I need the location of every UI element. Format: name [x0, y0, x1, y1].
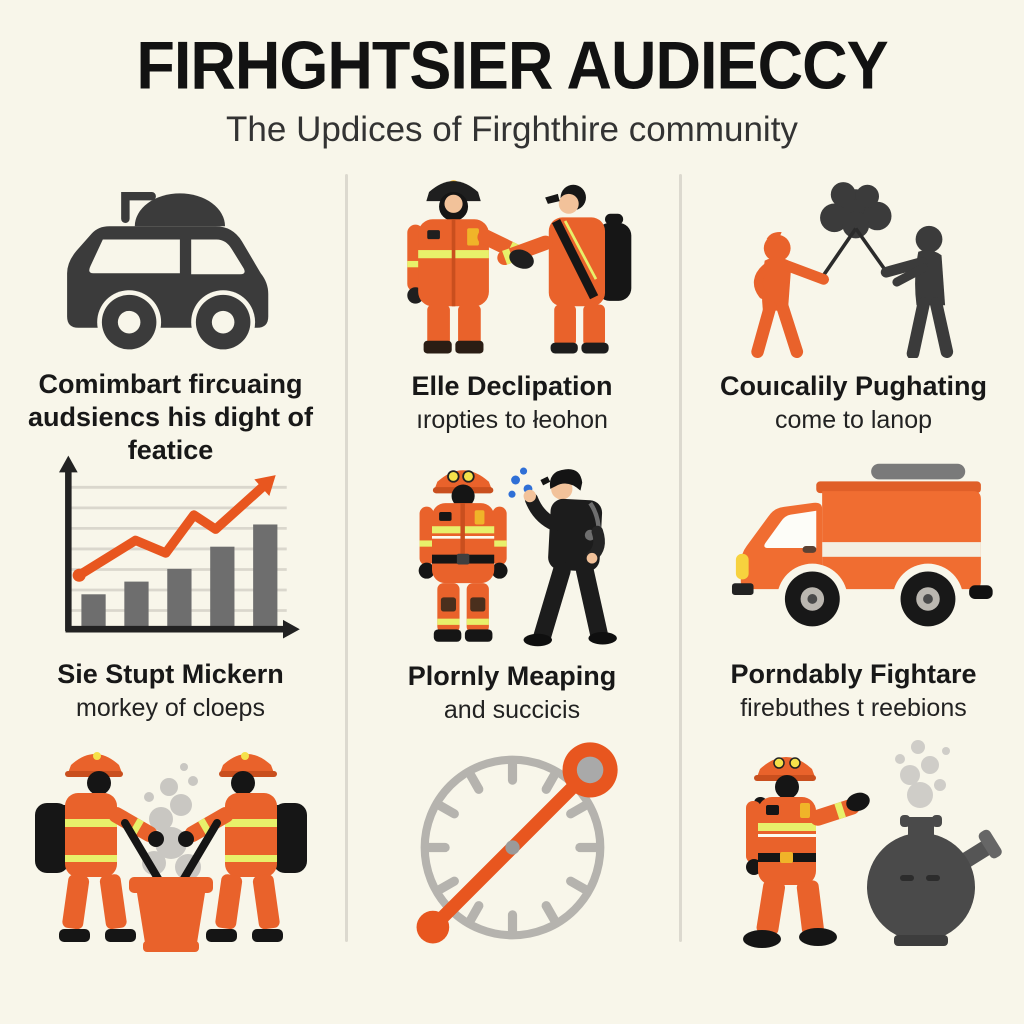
- cell-fire-truck: Porndably Fightare firebuthes t reebions: [683, 450, 1024, 722]
- cell-caption-subtitle: firebuthes t reebions: [740, 694, 967, 723]
- column-divider-left: [345, 174, 348, 943]
- cell-handshake: Elle Declipation ıropties to łeohon: [341, 168, 683, 450]
- cell-caption-title: Porndably Fightare: [730, 659, 977, 690]
- growth-bar-chart-icon: [58, 455, 300, 639]
- firefighter-kettle-smoke-icon: [742, 740, 1002, 949]
- firefighters-bucket-smoke-icon: [34, 725, 321, 953]
- cell-caption-title: Elle Declipation: [411, 371, 613, 402]
- cell-gauge: [341, 722, 683, 974]
- cell-fire-van: Comimbart fircuaing audsiencs his dight …: [0, 168, 341, 465]
- poster-header: FIRHGHTSIER AUDIECCY The Updices of Firg…: [0, 0, 1024, 150]
- cloud-balloon-people-icon: [750, 182, 953, 359]
- gauge-dial-icon: [416, 742, 618, 944]
- cell-kettle-scene: [683, 722, 1024, 974]
- cell-conversation: Plornly Meaping and succicis: [341, 450, 683, 724]
- cell-bucket-scene: [0, 722, 341, 974]
- cell-caption-title: Plornly Meaping: [407, 661, 617, 692]
- chart-trend-line: [72, 475, 276, 582]
- column-divider-right: [679, 174, 682, 943]
- poster-title: FIRHGHTSIER AUDIECCY: [136, 27, 888, 104]
- blue-sparkles-icon: [508, 467, 533, 498]
- cell-caption-title: Comimbart fircuaing audsiencs his dight …: [27, 369, 314, 466]
- cell-caption-title: Couıcalily Pughating: [719, 371, 988, 402]
- firefighter-conversation-icon: [418, 467, 617, 647]
- fire-truck-icon: [731, 463, 993, 635]
- chart-bars: [80, 524, 277, 630]
- cell-caption-subtitle: and succicis: [443, 696, 581, 725]
- icon-grid: Comimbart fircuaing audsiencs his dight …: [0, 168, 1024, 974]
- fire-van-icon: [67, 192, 269, 355]
- cell-balloon-people: Couıcalily Pughating come to lanop: [683, 168, 1024, 450]
- cell-caption-subtitle: come to lanop: [774, 406, 933, 435]
- cell-caption-subtitle: morkey of cloeps: [76, 694, 265, 723]
- firefighter-handshake-icon: [406, 180, 631, 354]
- poster-subtitle: The Updices of Firghthire community: [226, 110, 798, 150]
- cell-growth-chart: Sie Stupt Mickern morkey of cloeps: [0, 450, 341, 722]
- cell-caption-subtitle: ıropties to łeohon: [416, 406, 608, 435]
- cell-caption-title: Sie Stupt Mickern: [57, 659, 284, 690]
